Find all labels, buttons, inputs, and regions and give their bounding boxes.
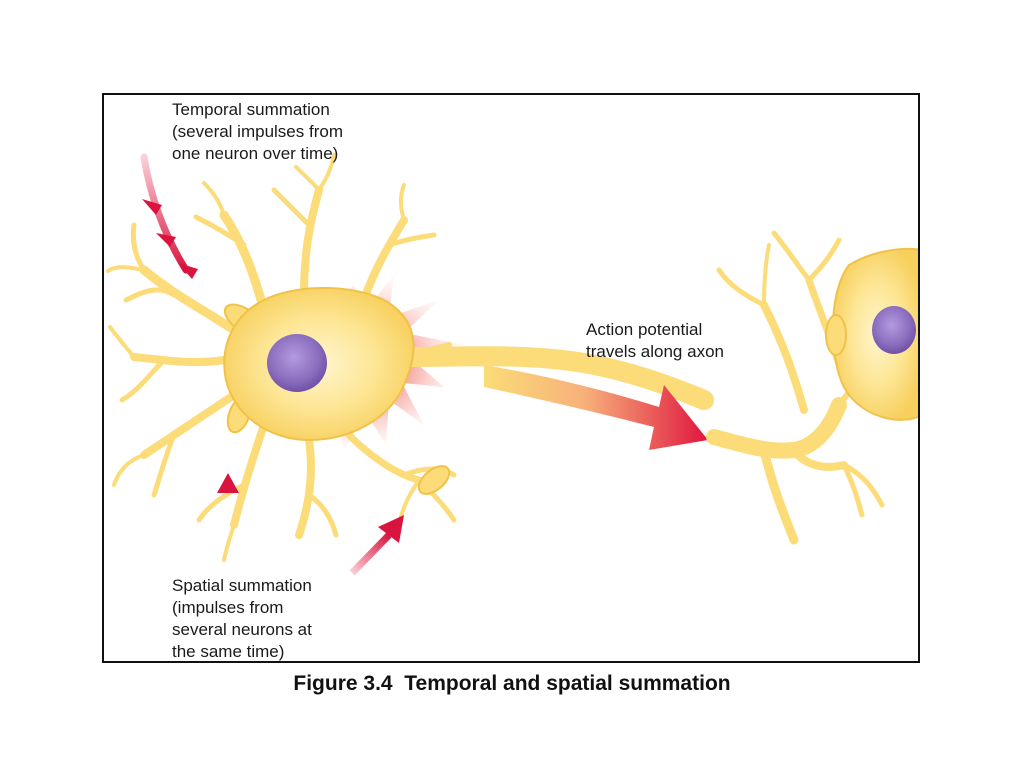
temporal-label-line-1: Temporal summation [172, 100, 330, 119]
left-neuron-dendrites [106, 153, 457, 562]
spatial-label-line-1: Spatial summation [172, 576, 312, 595]
spatial-label-line-4: the same time) [172, 642, 285, 661]
spatial-summation-arrow-1 [217, 473, 239, 545]
spatial-summation-arrow-2 [349, 515, 404, 576]
figure-caption: Figure 3.4 Temporal and spatial summatio… [293, 672, 731, 695]
action-potential-arrow [484, 365, 708, 450]
action-label-line-2: travels along axon [586, 342, 724, 361]
figure-panel: Temporal summation (several impulses fro… [102, 93, 920, 663]
axon [394, 346, 714, 410]
left-neuron-nucleus [267, 334, 327, 392]
right-neuron-nucleus [872, 306, 916, 354]
spatial-summation-label: Spatial summation (impulses from several… [172, 575, 312, 661]
temporal-label-line-2: (several impulses from [172, 122, 343, 141]
temporal-summation-label: Temporal summation (several impulses fro… [172, 99, 343, 165]
neuron-diagram [106, 153, 918, 576]
action-potential-label: Action potential travels along axon [586, 319, 724, 363]
action-label-line-1: Action potential [586, 320, 703, 339]
spatial-label-line-3: several neurons at [172, 620, 312, 639]
temporal-label-line-3: one neuron over time) [172, 144, 339, 163]
temporal-summation-arrow [140, 153, 198, 279]
spatial-label-line-2: (impulses from [172, 598, 284, 617]
right-synaptic-terminal [825, 314, 847, 356]
